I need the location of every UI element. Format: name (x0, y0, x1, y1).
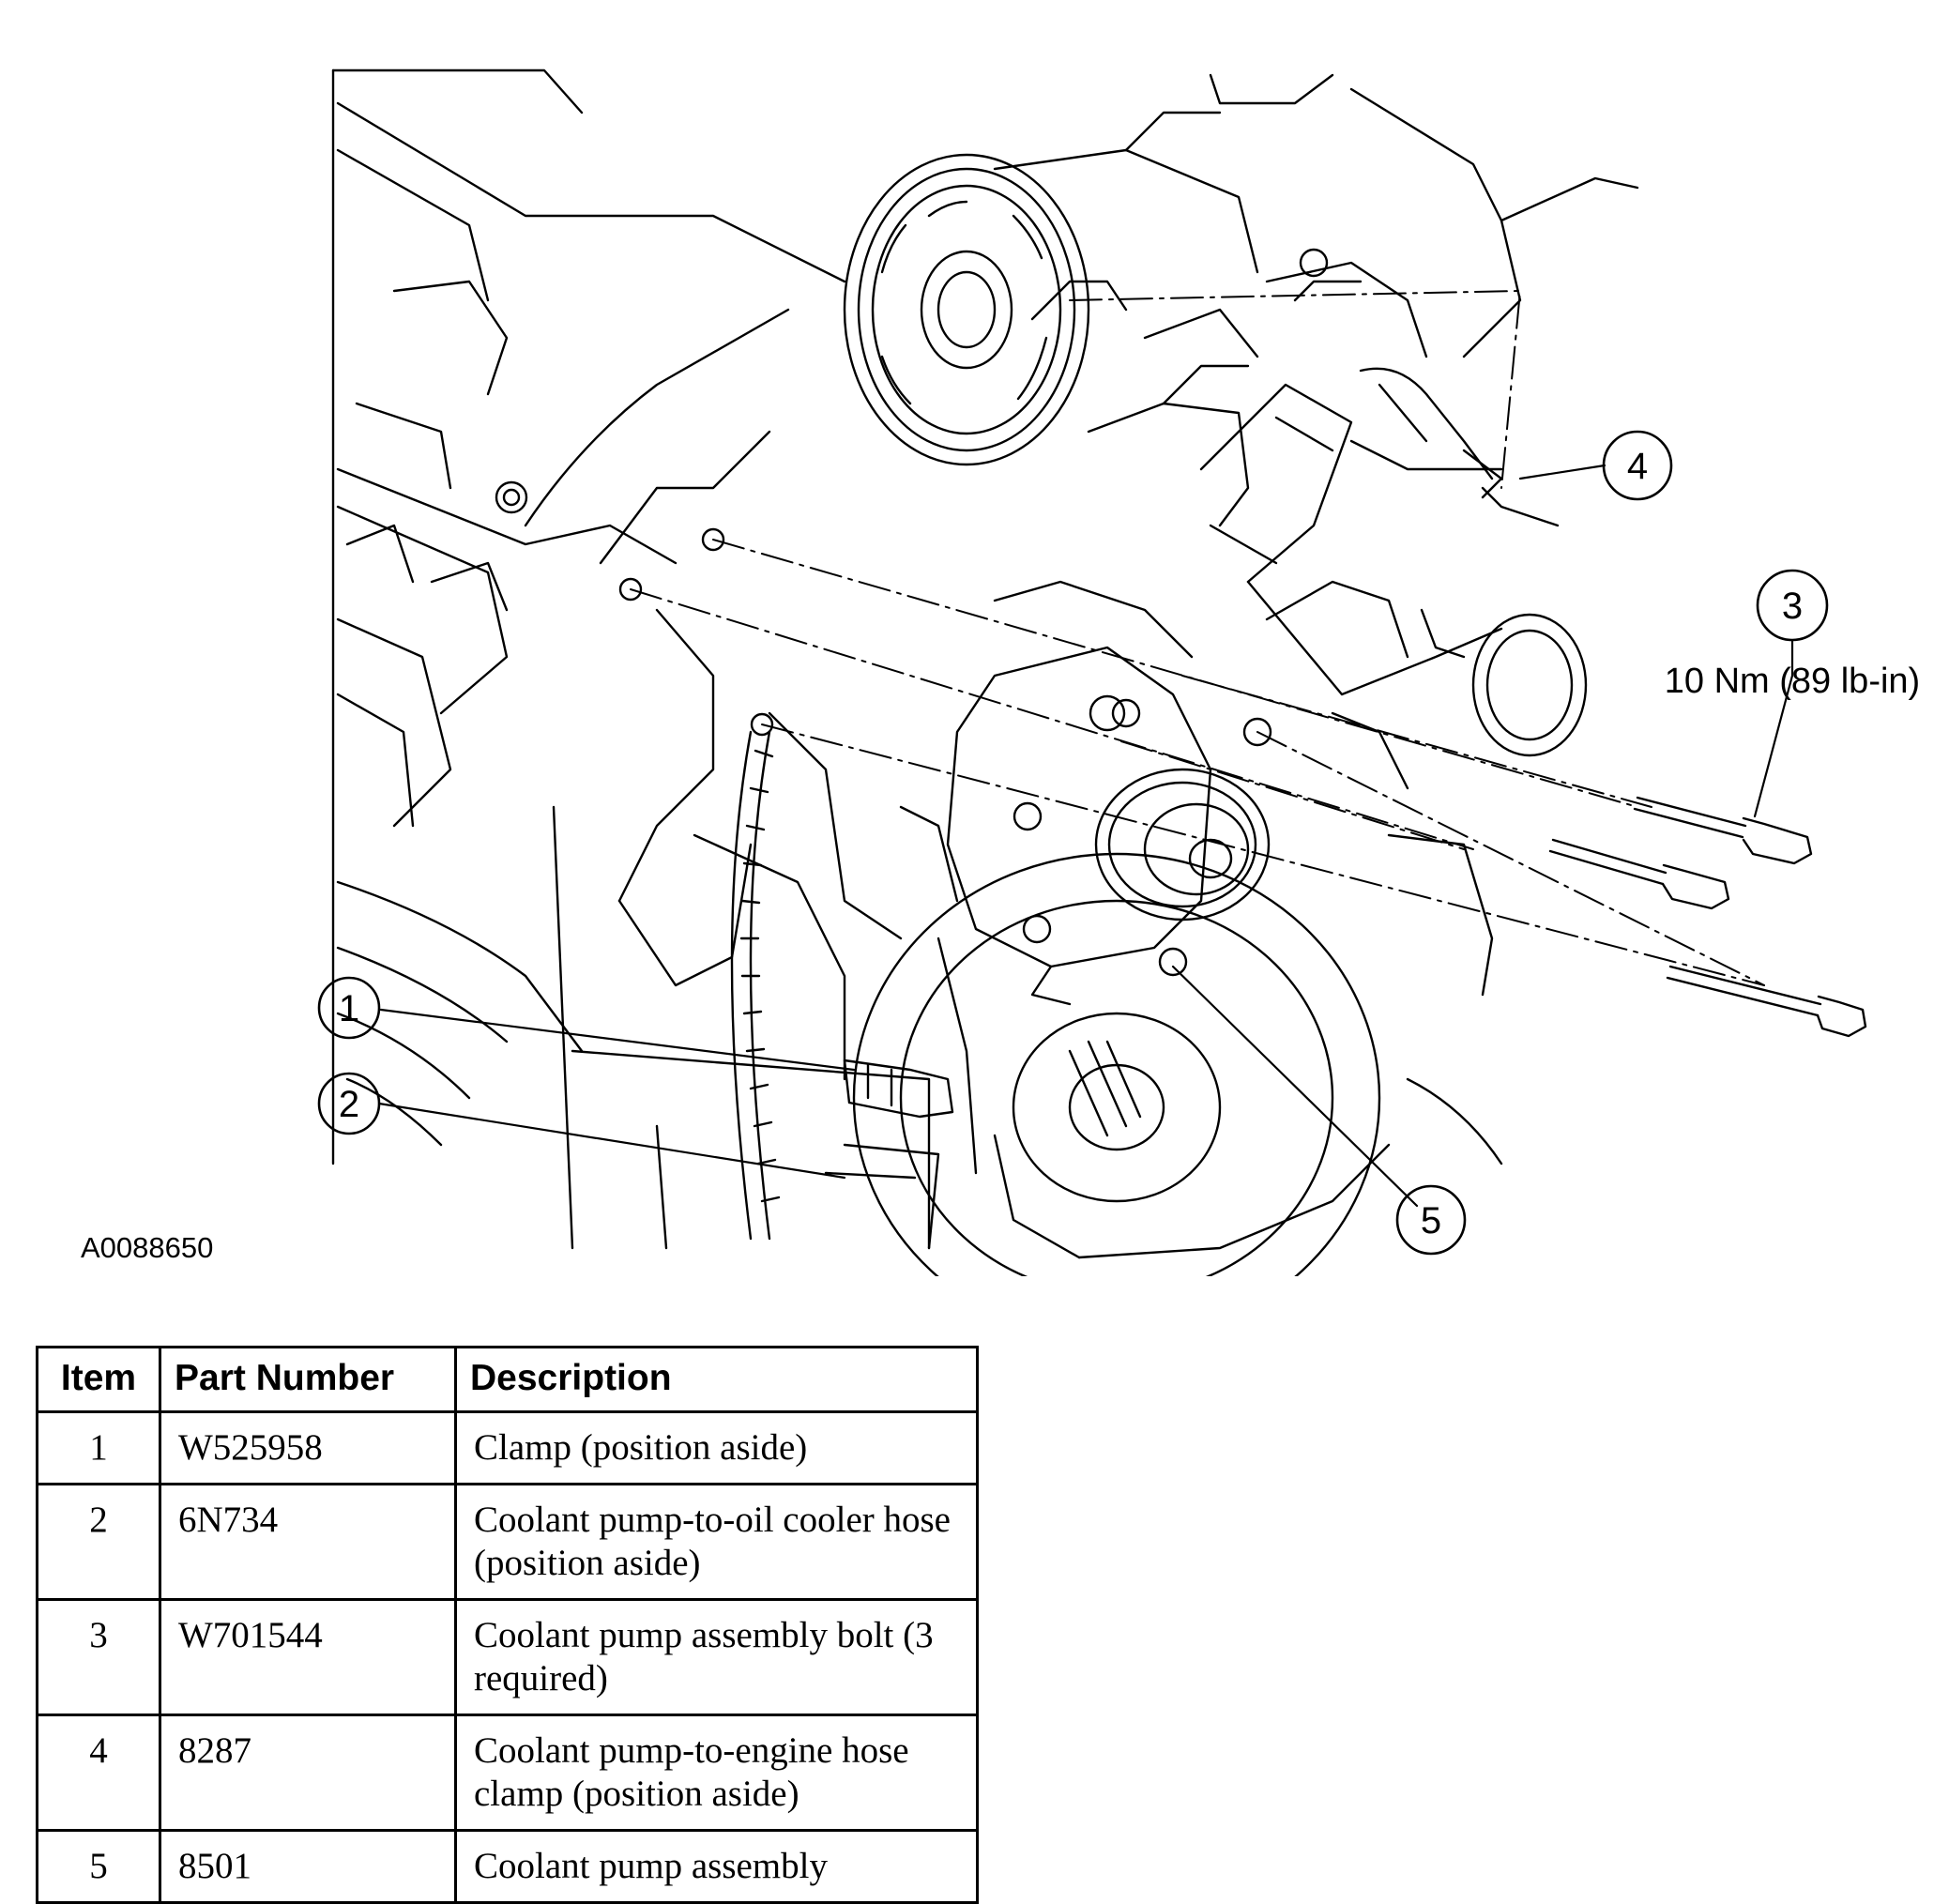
callout-leaders (377, 464, 1794, 1208)
flywheel-clutch (730, 730, 1381, 1276)
figure-id: A0088650 (81, 1231, 214, 1264)
row-description: Clamp (position aside) (454, 1410, 979, 1485)
header-item: Item (36, 1346, 161, 1413)
callout-5-label: 5 (1421, 1200, 1441, 1241)
row-item: 2 (36, 1483, 161, 1601)
bolt-holes (495, 248, 1329, 737)
row-part-number: 8287 (159, 1714, 457, 1832)
row-part-number: 8501 (159, 1829, 457, 1904)
engine-block-linework (331, 69, 1639, 1259)
row-part-number: 6N734 (159, 1483, 457, 1601)
callout-2-label: 2 (339, 1084, 359, 1125)
row-part-number: W525958 (159, 1410, 457, 1485)
row-description: Coolant pump-to-oil cooler hose (positio… (454, 1483, 979, 1601)
parts-table: Item Part Number Description 1 W525958 C… (36, 1346, 979, 1904)
alignment-centerlines (630, 290, 1765, 986)
header-part-number: Part Number (159, 1346, 457, 1413)
oil-cooler-hose (824, 1143, 940, 1250)
torque-spec: 10 Nm (89 lb-in) (1665, 662, 1920, 701)
table-row: 5 8501 Coolant pump assembly (36, 1829, 979, 1904)
row-description: Coolant pump assembly (454, 1829, 979, 1904)
callout-1-circle (317, 976, 381, 1040)
callout-4-label: 4 (1627, 446, 1648, 487)
table-row: 2 6N734 Coolant pump-to-oil cooler hose … (36, 1483, 979, 1601)
callout-3-circle (1756, 569, 1829, 642)
callout-5-circle (1395, 1184, 1467, 1256)
row-description: Coolant pump assembly bolt (3 required) (454, 1598, 979, 1716)
callout-3-label: 3 (1782, 586, 1803, 627)
coolant-pump-assembly (946, 646, 1272, 1006)
row-description: Coolant pump-to-engine hose clamp (posit… (454, 1714, 979, 1832)
row-item: 3 (36, 1598, 161, 1716)
hose-clamp (843, 1059, 954, 1119)
callout-2-circle (317, 1072, 381, 1135)
row-part-number: W701544 (159, 1598, 457, 1716)
table-header-row: Item Part Number Description (36, 1346, 979, 1413)
engine-coolant-pump-illustration: 1 2 3 4 5 10 Nm (89 lb-in) (317, 69, 1920, 1276)
row-item: 4 (36, 1714, 161, 1832)
table-row: 4 8287 Coolant pump-to-engine hose clamp… (36, 1714, 979, 1832)
callout-4-circle (1602, 430, 1673, 501)
row-item: 1 (36, 1410, 161, 1485)
pump-bolts (1548, 796, 1867, 1038)
table-row: 3 W701544 Coolant pump assembly bolt (3 … (36, 1598, 979, 1716)
table-row: 1 W525958 Clamp (position aside) (36, 1410, 979, 1485)
crankshaft-pulley (843, 153, 1090, 466)
callout-1-label: 1 (339, 988, 359, 1029)
header-description: Description (454, 1346, 979, 1413)
row-item: 5 (36, 1829, 161, 1904)
